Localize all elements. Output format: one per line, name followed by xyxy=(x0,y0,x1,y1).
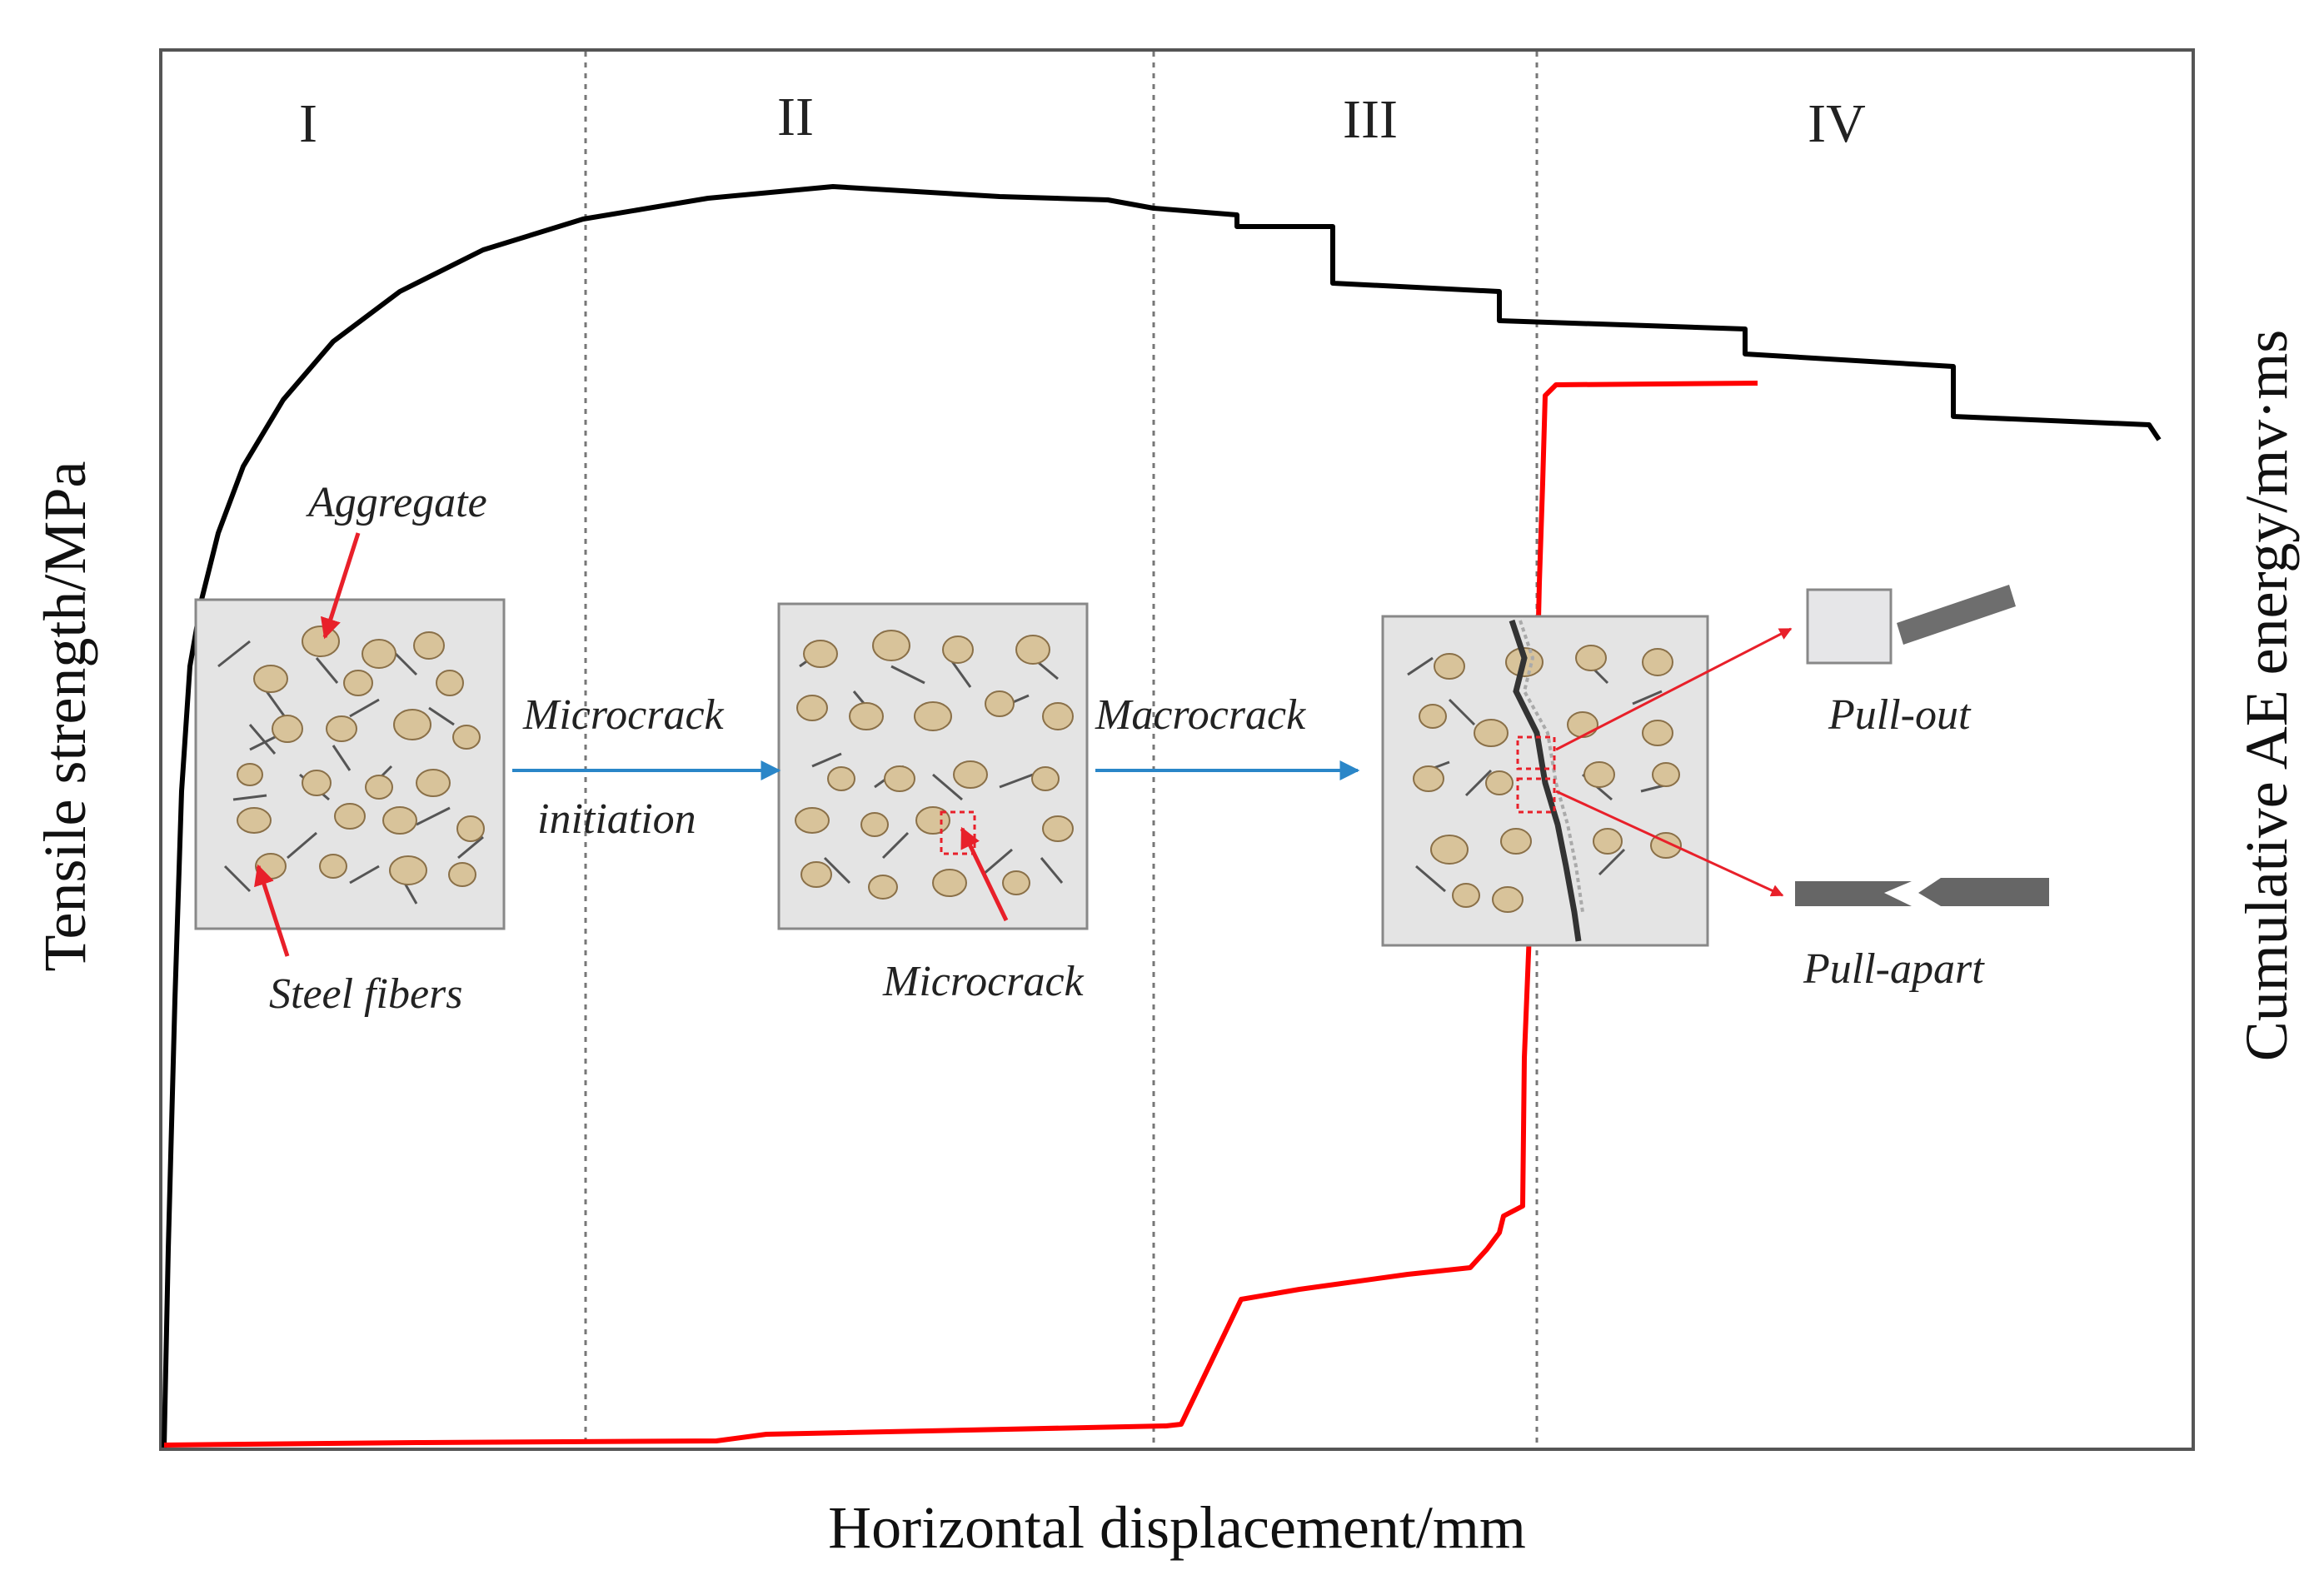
stage-label-2: II xyxy=(777,87,814,147)
pull-out-pointer xyxy=(1555,627,1793,751)
stage-3-specimen-panel xyxy=(1381,615,1709,947)
macrocrack-label: Macrocrack xyxy=(1095,691,1306,739)
y-axis-label-right: Cumulative AE energy/mv·ms xyxy=(2233,330,2300,1062)
aggregate-pointer xyxy=(320,532,361,640)
stage-label-4: IV xyxy=(1808,93,1866,154)
pull-apart-pointer xyxy=(1555,790,1784,897)
stage-1-specimen-panel xyxy=(194,598,506,930)
fiber-focus-marker-1 xyxy=(1516,735,1556,770)
stage-label-1: I xyxy=(299,93,317,154)
macrocrack-band xyxy=(1509,619,1582,942)
microcrack-label: Microcrack xyxy=(882,958,1085,1005)
pull-apart-label: Pull-apart xyxy=(1803,945,1985,993)
y-axis-label-left: Tensile strength/MPa xyxy=(32,461,98,972)
pull-out-label: Pull-out xyxy=(1828,691,1972,739)
microcrack-initiation-label-2: initiation xyxy=(537,795,696,843)
ae-energy-curve xyxy=(163,381,1758,1448)
plot-frame xyxy=(159,48,2195,1451)
pull-apart-icon xyxy=(1795,878,2049,906)
steel-fibers-label: Steel fibers xyxy=(269,970,463,1018)
microcrack-marker xyxy=(940,810,976,855)
steel-fibers-pointer xyxy=(254,864,290,957)
pull-out-icon xyxy=(1806,585,2016,665)
aggregate-label: Aggregate xyxy=(306,479,487,526)
stage-2-specimen-panel xyxy=(777,602,1089,930)
microcrack-pointer xyxy=(960,826,1009,922)
stage-label-3: III xyxy=(1343,89,1398,150)
microcrack-initiation-label-1: Microcrack xyxy=(522,691,725,739)
x-axis-label: Horizontal displacement/mm xyxy=(828,1494,1526,1561)
fiber-focus-marker-2 xyxy=(1516,777,1556,814)
